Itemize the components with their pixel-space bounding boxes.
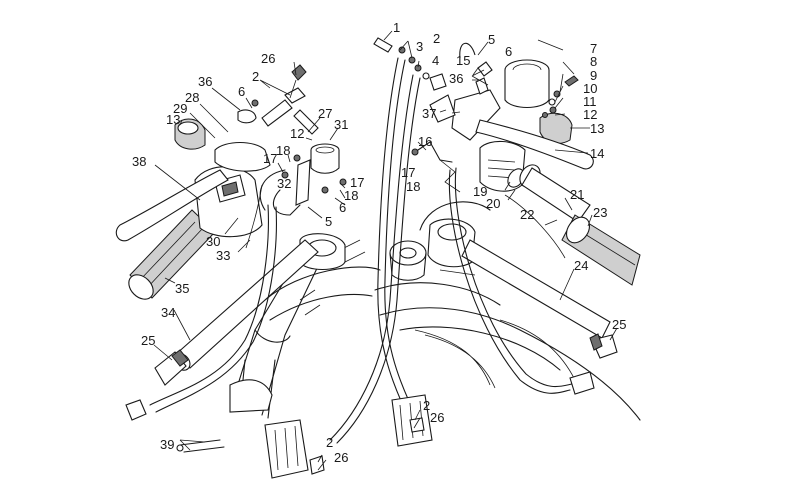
callout-4: 4 (432, 53, 439, 68)
callout-34: 34 (161, 305, 175, 320)
callout-13: 13 (590, 121, 604, 136)
callout-21: 21 (570, 187, 584, 202)
callout-25: 25 (612, 317, 626, 332)
callout-18: 18 (276, 143, 290, 158)
callout-24: 24 (574, 258, 588, 273)
callout-6: 6 (339, 200, 346, 215)
callout-27: 27 (318, 106, 332, 121)
callout-17: 17 (263, 151, 277, 166)
callout-2: 2 (252, 69, 259, 84)
callout-20: 20 (486, 196, 500, 211)
callout-36: 36 (198, 74, 212, 89)
callout-17: 17 (401, 165, 415, 180)
callout-39: 39 (160, 437, 174, 452)
callout-8: 8 (590, 54, 597, 69)
callout-12: 12 (583, 107, 597, 122)
callout-10: 10 (583, 81, 597, 96)
callout-30: 30 (206, 234, 220, 249)
fork-and-frame (229, 201, 641, 421)
callout-6: 6 (505, 44, 512, 59)
callout-6: 6 (238, 84, 245, 99)
callouts: 1 2 3 4 5 6 15 36 7 8 9 10 11 12 13 37 1… (132, 20, 626, 471)
callout-17: 17 (350, 175, 364, 190)
callout-33: 33 (216, 248, 230, 263)
callout-16: 16 (418, 134, 432, 149)
callout-35: 35 (175, 281, 189, 296)
callout-38: 38 (132, 154, 146, 169)
callout-29: 29 (173, 101, 187, 116)
callout-2: 2 (326, 435, 333, 450)
callout-25: 25 (141, 333, 155, 348)
callout-5: 5 (325, 214, 332, 229)
callout-3: 3 (416, 39, 423, 54)
callout-36: 36 (449, 71, 463, 86)
right-handlebar-assembly (373, 37, 641, 395)
callout-18: 18 (406, 179, 420, 194)
callout-7: 7 (590, 41, 597, 56)
callout-26: 26 (261, 51, 275, 66)
brake-calipers (176, 379, 433, 479)
callout-5: 5 (488, 32, 495, 47)
callout-23: 23 (593, 205, 607, 220)
callout-2: 2 (423, 398, 430, 413)
callout-2: 2 (433, 31, 440, 46)
callout-11: 11 (583, 94, 597, 109)
callout-28: 28 (185, 90, 199, 105)
callout-32: 32 (277, 176, 291, 191)
callout-26: 26 (334, 450, 348, 465)
callout-9: 9 (590, 68, 597, 83)
callout-14: 14 (590, 146, 604, 161)
callout-26: 26 (430, 410, 444, 425)
brake-hoses (259, 57, 421, 444)
callout-19: 19 (473, 184, 487, 199)
callout-15: 15 (456, 53, 470, 68)
callout-22: 22 (520, 207, 534, 222)
left-handlebar-assembly (115, 64, 347, 421)
callout-18: 18 (344, 188, 358, 203)
callout-31: 31 (334, 117, 348, 132)
callout-13: 13 (166, 112, 180, 127)
callout-12: 12 (290, 126, 304, 141)
callout-37: 37 (422, 106, 436, 121)
callout-1: 1 (393, 20, 400, 35)
